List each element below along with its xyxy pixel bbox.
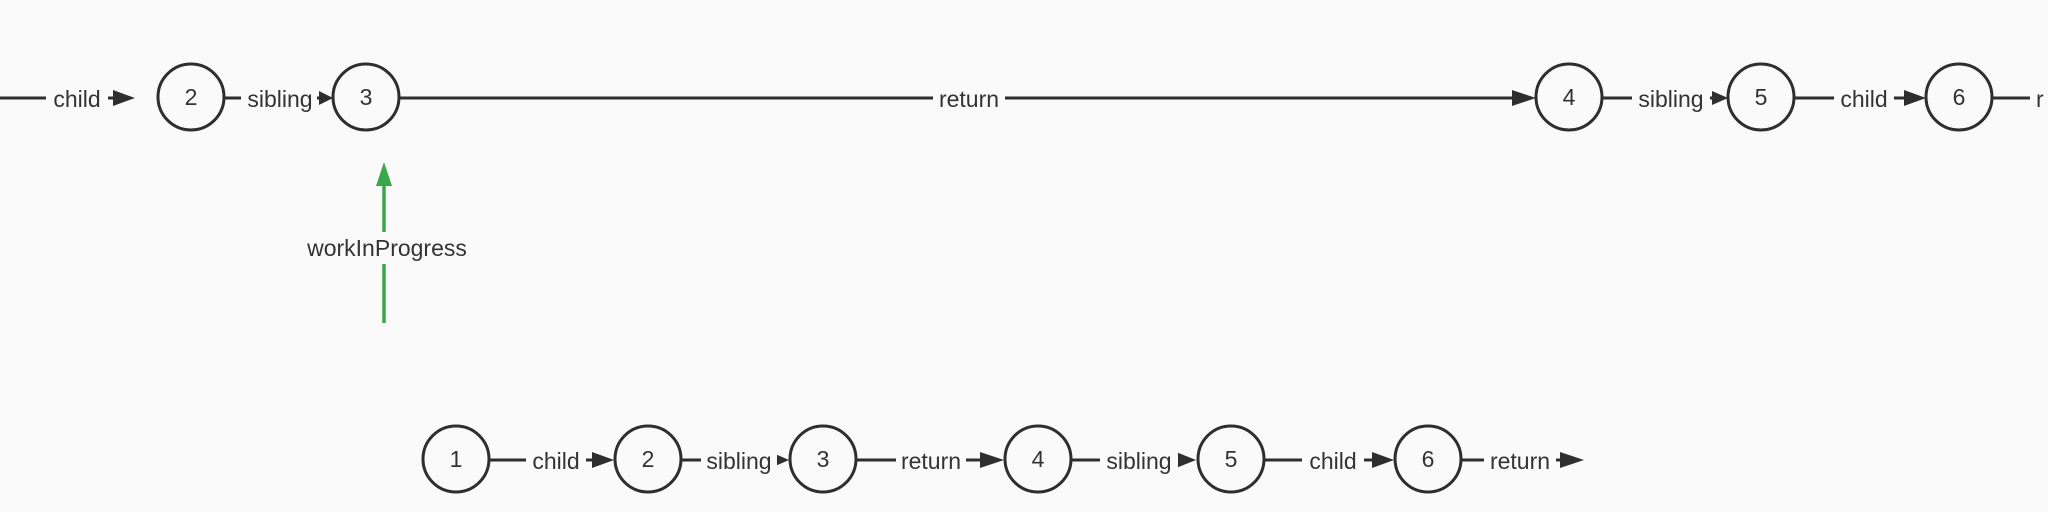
node-label: 1 bbox=[450, 446, 463, 472]
edge-label: sibling bbox=[706, 448, 771, 474]
node-label: 4 bbox=[1032, 446, 1045, 472]
top-edge-sibling-2-3: sibling bbox=[225, 84, 333, 114]
pointer-arrow-head bbox=[376, 162, 392, 186]
arrow-head bbox=[1560, 452, 1584, 468]
edge-label: return bbox=[1490, 448, 1550, 474]
arrow-head bbox=[1712, 91, 1728, 105]
bottom-edge-child-5-6: child bbox=[1265, 446, 1394, 476]
top-edge-return-3-4: return bbox=[400, 84, 1536, 114]
top-row: child sibling return sibling chi bbox=[0, 62, 2044, 132]
bottom-node-5: 5 bbox=[1196, 424, 1266, 494]
bottom-node-4: 4 bbox=[1003, 424, 1073, 494]
arrow-head bbox=[319, 91, 333, 105]
edge-label: sibling bbox=[1106, 448, 1171, 474]
arrow-head bbox=[1904, 90, 1926, 106]
edge-label: child bbox=[532, 448, 579, 474]
edge-label: child bbox=[1840, 86, 1887, 112]
bottom-node-3: 3 bbox=[788, 424, 858, 494]
node-label: 3 bbox=[817, 446, 830, 472]
node-label: 3 bbox=[360, 84, 373, 110]
arrow-head bbox=[1176, 452, 1196, 468]
bottom-row: child sibling return sibling chi bbox=[421, 424, 1584, 494]
top-edge-trailing: r bbox=[1993, 86, 2044, 112]
node-label: 5 bbox=[1225, 446, 1238, 472]
arrow-head bbox=[1372, 452, 1394, 468]
bottom-edge-sibling-4-5: sibling bbox=[1072, 446, 1196, 476]
edge-label: return bbox=[901, 448, 961, 474]
bottom-edge-sibling-2-3: sibling bbox=[682, 446, 789, 476]
pointer-label: workInProgress bbox=[306, 235, 467, 261]
top-edge-child-into-2: child bbox=[0, 84, 135, 114]
bottom-node-2: 2 bbox=[613, 424, 683, 494]
bottom-node-6: 6 bbox=[1393, 424, 1463, 494]
top-node-5: 5 bbox=[1726, 62, 1796, 132]
node-label: 5 bbox=[1755, 84, 1768, 110]
arrow-head bbox=[980, 452, 1004, 468]
bottom-edge-child-1-2: child bbox=[490, 446, 614, 476]
top-edge-child-5-6: child bbox=[1795, 84, 1926, 114]
top-edge-sibling-4-5: sibling bbox=[1603, 84, 1728, 114]
top-node-4: 4 bbox=[1534, 62, 1604, 132]
node-label: 6 bbox=[1422, 446, 1435, 472]
edge-label-fragment: r bbox=[2036, 86, 2044, 112]
top-node-3: 3 bbox=[331, 62, 401, 132]
work-in-progress-pointer: workInProgress bbox=[296, 162, 472, 323]
edge-label: sibling bbox=[1638, 86, 1703, 112]
top-node-6: 6 bbox=[1924, 62, 1994, 132]
node-label: 4 bbox=[1563, 84, 1576, 110]
edge-label: child bbox=[53, 86, 100, 112]
node-label: 6 bbox=[1953, 84, 1966, 110]
arrow-head bbox=[113, 90, 135, 106]
arrow-head bbox=[1512, 90, 1536, 106]
node-label: 2 bbox=[642, 446, 655, 472]
arrow-head bbox=[592, 452, 614, 468]
edge-label: return bbox=[939, 86, 999, 112]
bottom-edge-return-3-4: return bbox=[856, 446, 1004, 476]
edge-label: child bbox=[1309, 448, 1356, 474]
node-label: 2 bbox=[185, 84, 198, 110]
bottom-node-1: 1 bbox=[421, 424, 491, 494]
edge-label: sibling bbox=[247, 86, 312, 112]
top-node-2: 2 bbox=[156, 62, 226, 132]
bottom-edge-return-end: return bbox=[1462, 446, 1584, 476]
